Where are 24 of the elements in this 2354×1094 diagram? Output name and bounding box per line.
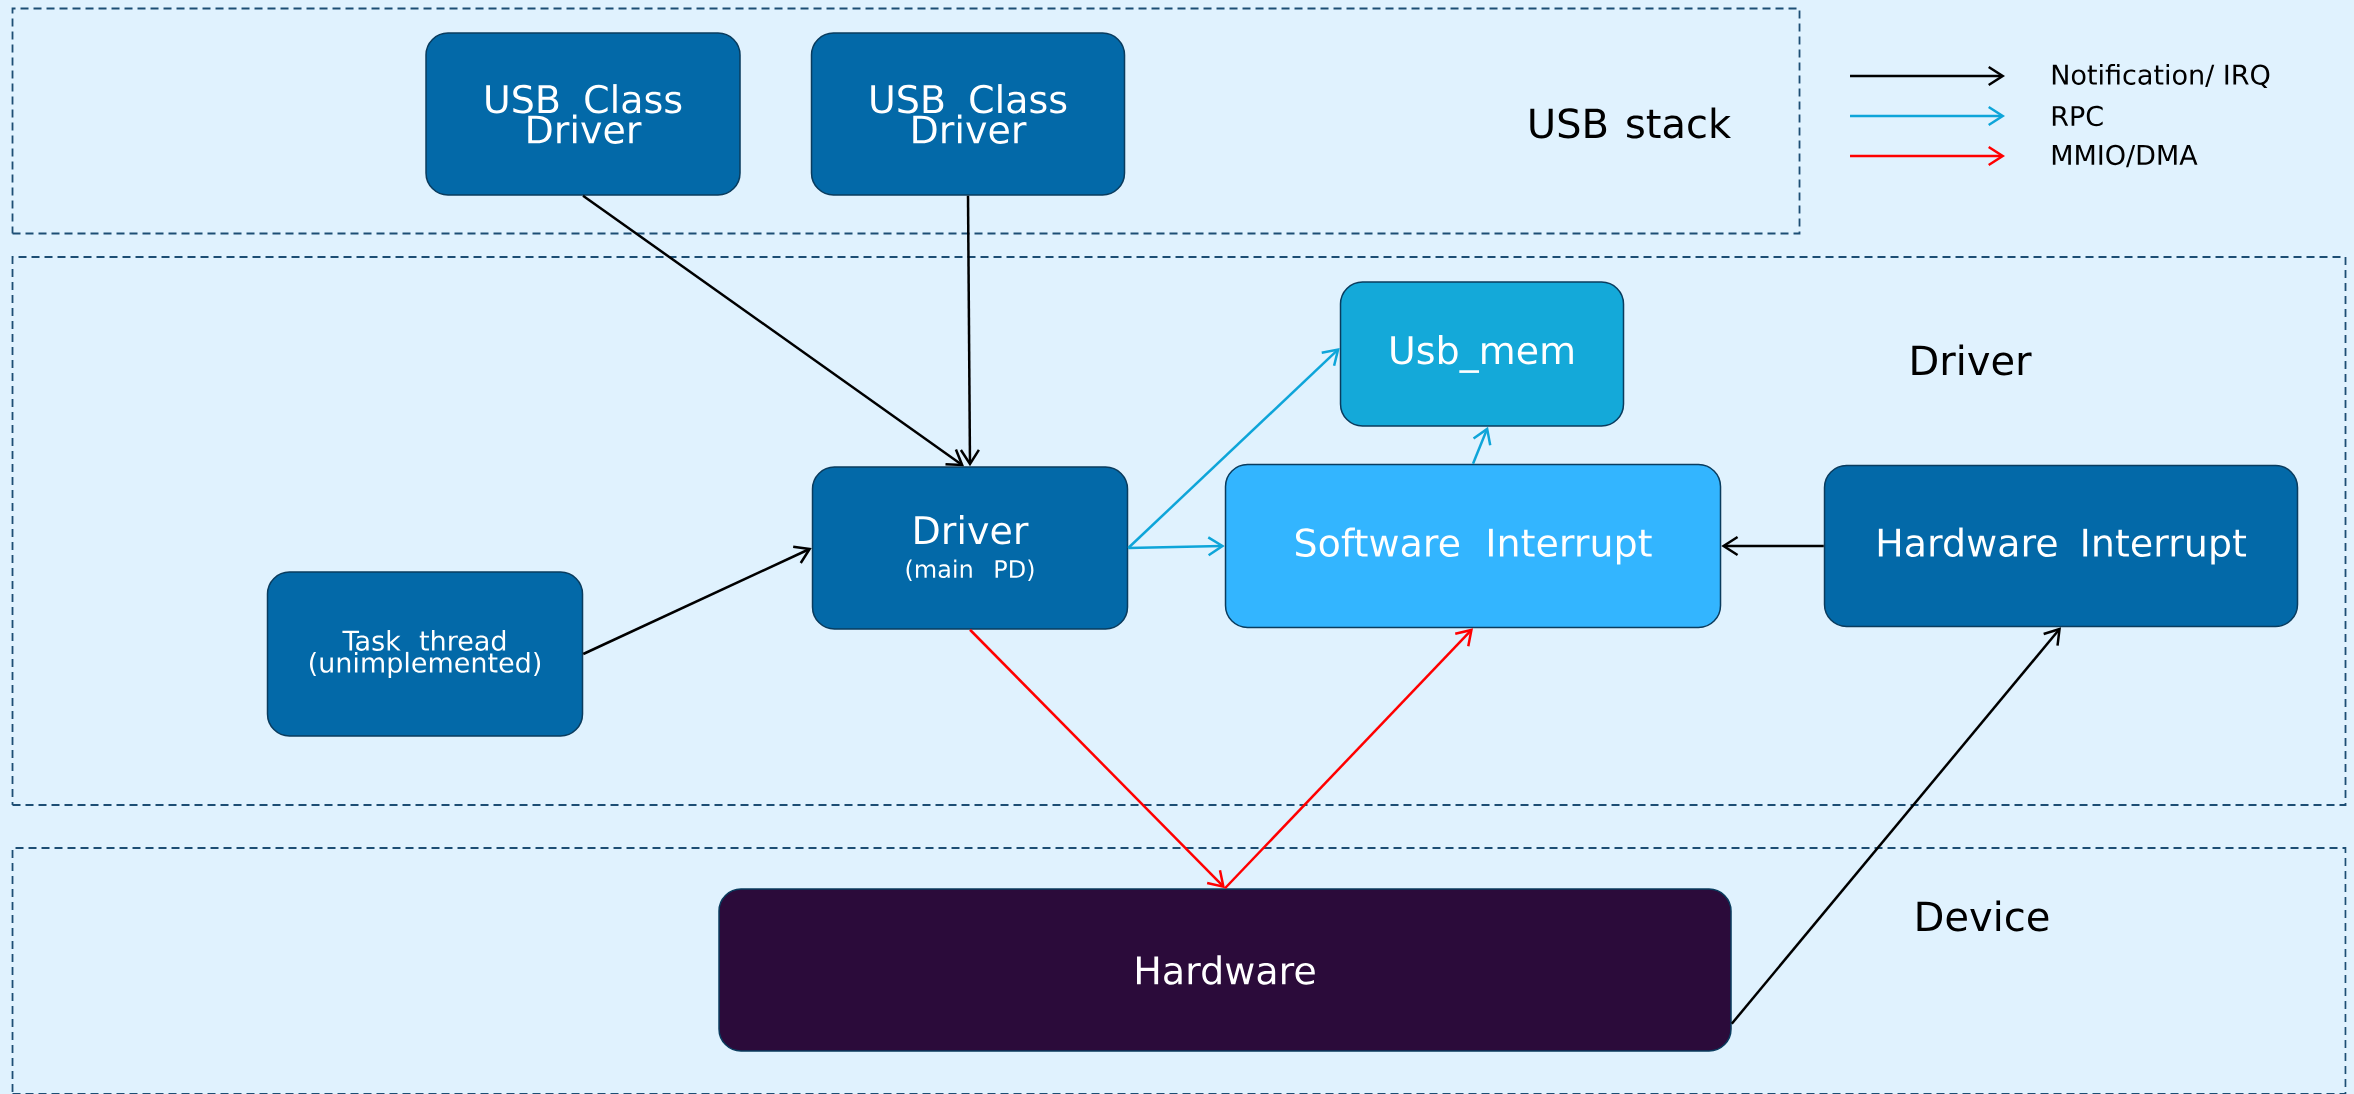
arrow [1730, 627, 2061, 1025]
legend-text: MMIO/DMA [2052, 144, 2198, 168]
legend-text: Notification/ IRQ [2052, 64, 2270, 88]
layer-label: Driver [1912, 344, 2032, 376]
process-box: USB Class Driver [810, 32, 1126, 196]
layer-label: USB stack [1530, 107, 1731, 139]
arrow [969, 628, 1225, 889]
arrow [959, 195, 980, 467]
arrow [582, 545, 812, 656]
process-box: Usb_mem [1339, 281, 1625, 427]
arrow [582, 194, 964, 467]
process-box: Software Interrupt [1224, 463, 1722, 629]
arrow [1128, 536, 1225, 557]
process-box: Hardware Interrupt [1823, 464, 2299, 628]
arrow [1721, 535, 1824, 557]
arrow [1127, 348, 1340, 549]
process-box: Hardware [718, 888, 1732, 1052]
layer-label: Device [1917, 900, 2049, 932]
process-box: USB Class Driver [425, 32, 741, 196]
arrow [1224, 628, 1473, 890]
arrow [1471, 426, 1492, 465]
process-box: Driver (main PD) [811, 466, 1129, 630]
legend-text: RPC [2052, 105, 2103, 127]
process-box: Task thread (unimplemented) [266, 571, 584, 737]
